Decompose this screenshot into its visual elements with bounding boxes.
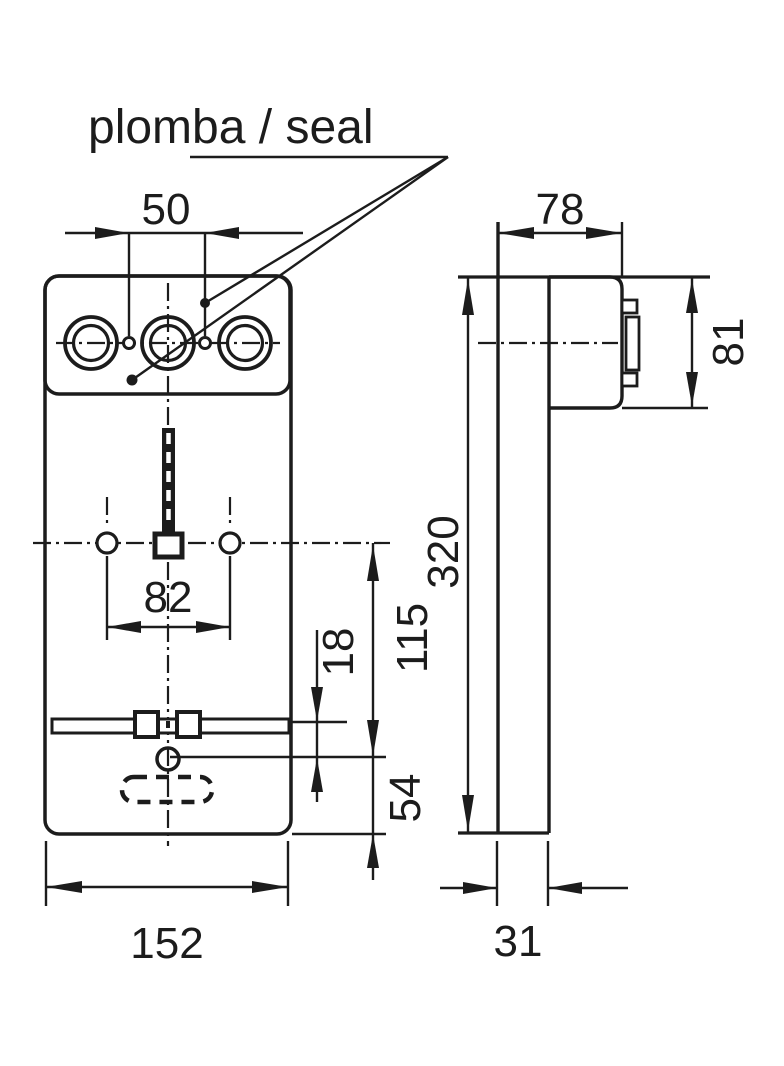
dim-152 (44, 841, 290, 906)
leader-dot-1 (200, 298, 210, 308)
arrowhead (463, 882, 497, 894)
terminal-cover-profile (549, 275, 624, 410)
dim-label-81: 81 (704, 318, 753, 367)
dim-115-54 (367, 543, 379, 880)
dim-label-50: 50 (142, 185, 191, 234)
knockout-circle-outer (217, 315, 273, 371)
dim-50 (65, 227, 303, 336)
din-clip-detail (620, 298, 641, 388)
knockout-circle-outer (63, 315, 119, 371)
arrowhead (367, 720, 379, 756)
bar-clamp-left (133, 710, 160, 739)
dim-label-31: 31 (494, 917, 543, 966)
leader-line-2 (131, 156, 449, 381)
knockout-slot-dashed (119, 774, 215, 805)
arrowhead (311, 687, 323, 721)
arrowhead (196, 621, 230, 633)
arrowhead (586, 227, 622, 239)
leader-line-1 (204, 155, 449, 305)
dim-81 (686, 277, 698, 408)
seal-hole-left (122, 336, 136, 350)
leader-dot-2 (126, 374, 138, 386)
labels: plomba / seal 50 82 115 18 54 152 78 320… (88, 101, 753, 968)
clip-tab-top (620, 298, 639, 315)
cable-hole (155, 746, 181, 772)
dim-18 (311, 630, 323, 802)
bar-strip (50, 717, 291, 735)
arrowhead (548, 882, 582, 894)
arrowhead (95, 227, 129, 239)
arrowhead (367, 834, 379, 868)
dim-82 (105, 556, 232, 640)
dim-label-18: 18 (314, 628, 363, 677)
seal-hole-right (198, 336, 212, 350)
terminal-cover-outline (43, 274, 292, 396)
arrowhead (686, 372, 698, 406)
dim-320 (462, 277, 474, 833)
terminal-bar (50, 710, 291, 739)
arrowhead (462, 795, 474, 831)
arrowhead (205, 227, 239, 239)
dim-label-78: 78 (536, 185, 585, 234)
keyhole-slot (152, 428, 185, 560)
dim-78 (498, 222, 624, 277)
mounting-hole-right (218, 531, 242, 555)
front-dimensions (44, 155, 449, 906)
slot-square (152, 531, 185, 560)
dim-label-152: 152 (130, 919, 203, 968)
side-dimensions (440, 222, 698, 906)
clip-tab-middle (624, 315, 641, 372)
bar-clamp-right (175, 710, 202, 739)
dim-label-115: 115 (388, 603, 437, 673)
centerlines (33, 283, 390, 846)
arrowhead (311, 758, 323, 792)
knockout-circles (63, 315, 273, 371)
arrowhead (498, 227, 534, 239)
arrowhead (462, 279, 474, 315)
mounting-hole-left (95, 531, 119, 555)
seal-leader (126, 155, 449, 386)
knockout-circle-inner (71, 323, 111, 363)
arrowhead (367, 545, 379, 581)
side-view (458, 222, 710, 835)
dim-label-320: 320 (419, 515, 468, 588)
arrowhead (252, 881, 288, 893)
arrowhead (107, 621, 141, 633)
bar-center-dash (166, 721, 170, 728)
front-view (33, 274, 390, 846)
knockout-circle-outer (140, 315, 196, 371)
seal-label: plomba / seal (88, 101, 374, 154)
arrowhead (686, 279, 698, 313)
arrowhead (46, 881, 82, 893)
dim-label-54: 54 (381, 774, 430, 823)
knockout-circle-inner (225, 323, 265, 363)
dim-label-82: 82 (144, 573, 193, 622)
dim-31 (440, 841, 628, 906)
clip-tab-bottom (620, 371, 639, 388)
